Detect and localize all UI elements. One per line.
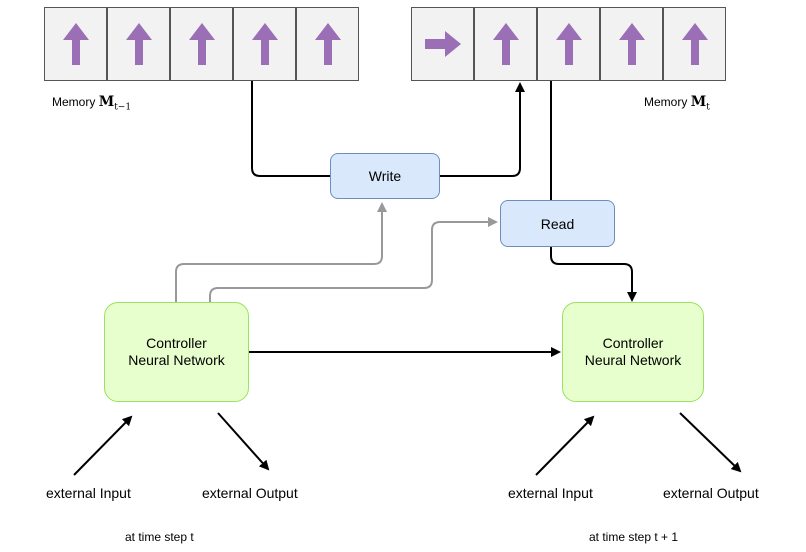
- memory-next-cell: [663, 7, 726, 81]
- memory-next-label-text: Memory: [644, 95, 688, 109]
- arrow-up-icon: [555, 23, 582, 65]
- memory-next-subscript: t: [706, 102, 710, 113]
- edge-write-to-memory-next: [440, 82, 525, 177]
- time-step-left: at time step t: [125, 530, 194, 544]
- edge-controller-to-write: [175, 202, 387, 302]
- edge-left-input: [73, 415, 133, 476]
- read-label: Read: [540, 215, 575, 232]
- memory-next-cell: [600, 7, 663, 81]
- arrow-up-icon: [492, 23, 519, 65]
- arrow-up-icon: [681, 23, 708, 65]
- write-box: Write: [330, 153, 440, 199]
- memory-prev-row: [44, 7, 359, 81]
- time-step-right: at time step t + 1: [589, 530, 679, 544]
- memory-next-label: Memory Mt: [644, 94, 710, 112]
- memory-prev-cell: [107, 7, 170, 81]
- memory-prev-cell: [233, 7, 296, 81]
- arrow-right-icon: [424, 31, 461, 57]
- left-external-output: external Output: [202, 485, 298, 501]
- controller-left: Controller Neural Network: [104, 302, 249, 402]
- controller-left-line1: Controller: [146, 335, 207, 351]
- controller-right-line2: Neural Network: [584, 352, 682, 368]
- memory-prev-label-text: Memory: [52, 95, 96, 109]
- write-label: Write: [368, 168, 402, 184]
- arrow-up-icon: [188, 23, 215, 65]
- edge-right-input: [535, 415, 595, 476]
- edge-right-output: [679, 412, 742, 473]
- memory-prev-cell: [44, 7, 107, 81]
- read-box: Read: [500, 200, 615, 247]
- arrow-up-icon: [314, 23, 341, 65]
- edge-memory-prev-to-write: [251, 80, 330, 177]
- right-external-output: external Output: [663, 485, 759, 501]
- memory-prev-cell: [170, 7, 233, 81]
- edge-controller-to-read: [209, 217, 498, 302]
- controller-right-line1: Controller: [602, 335, 664, 351]
- arrow-up-icon: [618, 23, 645, 65]
- edge-read-to-controller: [550, 247, 637, 302]
- arrow-up-icon: [62, 23, 89, 65]
- right-external-input: external Input: [508, 485, 593, 501]
- controller-right: Controller Neural Network: [562, 302, 704, 402]
- memory-prev-label: Memory Mt−1: [52, 94, 131, 112]
- memory-next-symbol: M: [690, 94, 707, 110]
- edge-left-output: [217, 412, 270, 471]
- memory-next-cell: [537, 7, 600, 81]
- memory-prev-cell: [296, 7, 359, 81]
- memory-prev-symbol: M: [98, 94, 115, 110]
- memory-prev-subscript: t−1: [114, 102, 132, 113]
- arrow-up-icon: [251, 23, 278, 65]
- memory-next-row: [411, 7, 726, 81]
- memory-next-cell: [474, 7, 537, 81]
- controller-left-line2: Neural Network: [128, 352, 225, 368]
- memory-next-cell: [411, 7, 474, 81]
- left-external-input: external Input: [46, 485, 131, 501]
- arrow-up-icon: [125, 23, 152, 65]
